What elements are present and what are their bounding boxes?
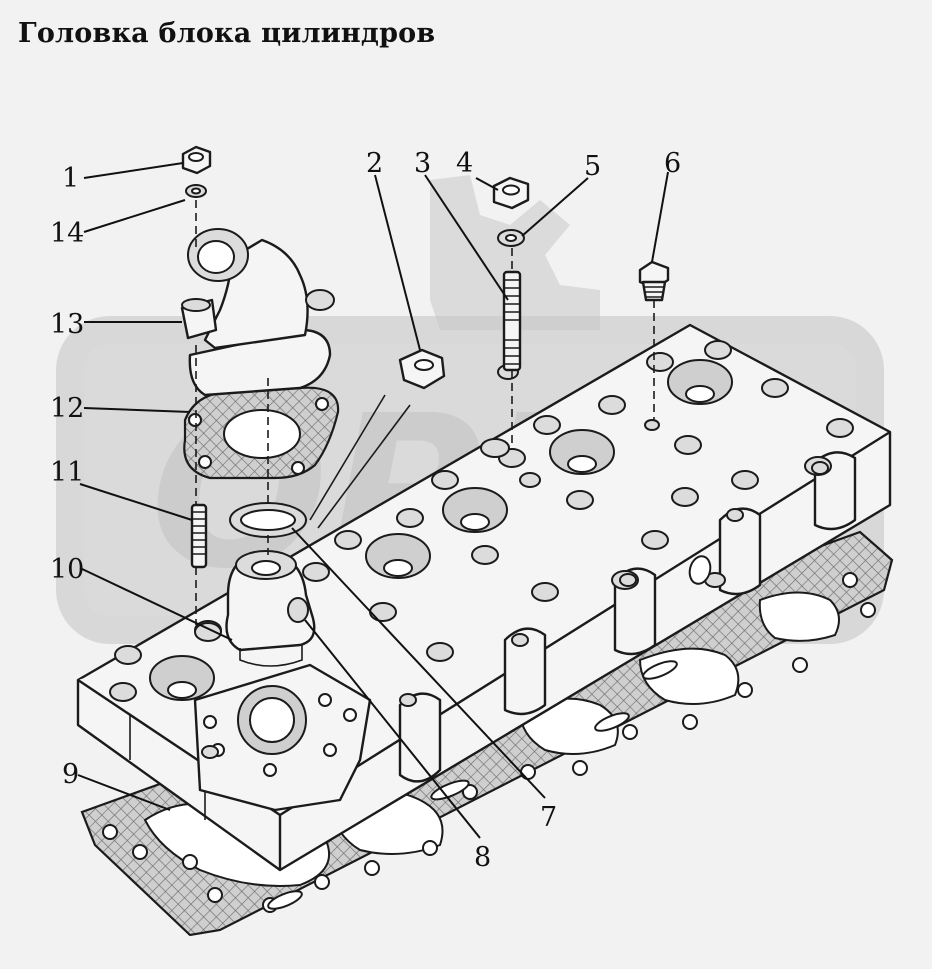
callout-12: 12 bbox=[50, 393, 84, 424]
cylinder-head bbox=[76, 323, 892, 872]
thermostat-ring bbox=[229, 502, 307, 538]
callout-8: 8 bbox=[474, 842, 491, 873]
callout-5: 5 bbox=[584, 151, 601, 182]
stud-right bbox=[502, 270, 522, 372]
callout-10: 10 bbox=[50, 554, 84, 585]
callout-labels: 1 2 3 4 5 6 7 8 9 10 11 12 13 14 bbox=[50, 148, 681, 873]
page-title: Головка блока цилиндров bbox=[18, 18, 436, 49]
stud-left bbox=[190, 503, 208, 569]
callout-3: 3 bbox=[414, 148, 431, 179]
callout-11: 11 bbox=[50, 457, 84, 488]
plug-2 bbox=[309, 348, 446, 529]
leader-lines bbox=[77, 162, 669, 839]
assembly-axes bbox=[195, 200, 655, 625]
thermostat-housing bbox=[225, 550, 316, 667]
callout-7: 7 bbox=[540, 802, 557, 833]
callout-14: 14 bbox=[50, 218, 84, 249]
washer-left bbox=[185, 184, 207, 198]
nut-left bbox=[181, 145, 212, 175]
callout-4: 4 bbox=[456, 148, 473, 179]
callout-13: 13 bbox=[50, 309, 84, 340]
outlet-elbow bbox=[180, 228, 335, 397]
washer-right bbox=[497, 229, 525, 247]
callout-6: 6 bbox=[664, 148, 681, 179]
plug-6 bbox=[638, 260, 670, 302]
flange-gasket bbox=[183, 386, 340, 480]
callout-9: 9 bbox=[62, 759, 79, 790]
callout-1: 1 bbox=[62, 163, 79, 194]
callout-2: 2 bbox=[366, 148, 383, 179]
nut-right bbox=[492, 176, 530, 210]
